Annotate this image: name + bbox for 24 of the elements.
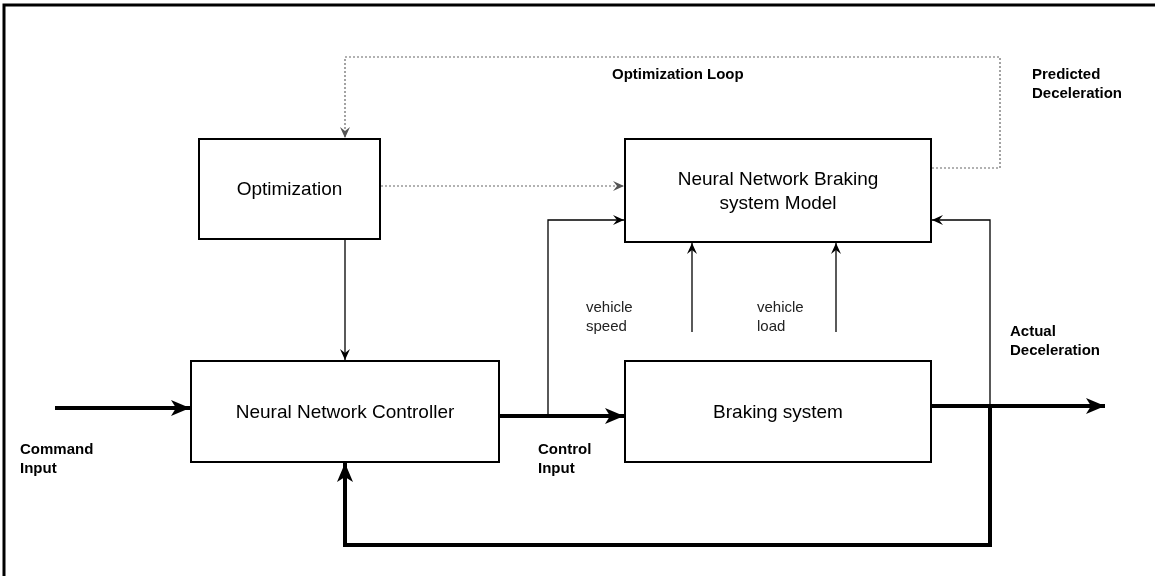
arrow: [55, 400, 190, 416]
input-label: vehicle speed: [586, 297, 634, 335]
box-label: Braking system: [712, 399, 844, 424]
box-label: Optimization: [235, 177, 344, 201]
input-label: vehicle load: [757, 297, 805, 335]
arrow: [500, 408, 624, 424]
process-box: [624, 360, 932, 463]
dotted-arrow: [340, 56, 1001, 169]
arrow: [340, 239, 350, 361]
arrow: [337, 404, 992, 547]
arrow: [931, 215, 991, 407]
arrow: [831, 242, 841, 333]
box-label: Neural Network Braking system Model: [676, 166, 880, 215]
signal-label: Actual Deceleration: [1010, 321, 1102, 359]
arrow: [687, 242, 697, 333]
signal-label: Predicted Deceleration: [1032, 64, 1124, 102]
signal-label: Command Input: [20, 439, 95, 477]
signal-label: Optimization Loop: [612, 64, 745, 83]
model-box: [624, 138, 932, 243]
box-label: Neural Network Controller: [234, 399, 456, 424]
arrow: [499, 215, 625, 417]
controller-box: [190, 360, 500, 463]
process-box: [198, 138, 381, 240]
signal-label: Control Input: [538, 439, 593, 477]
